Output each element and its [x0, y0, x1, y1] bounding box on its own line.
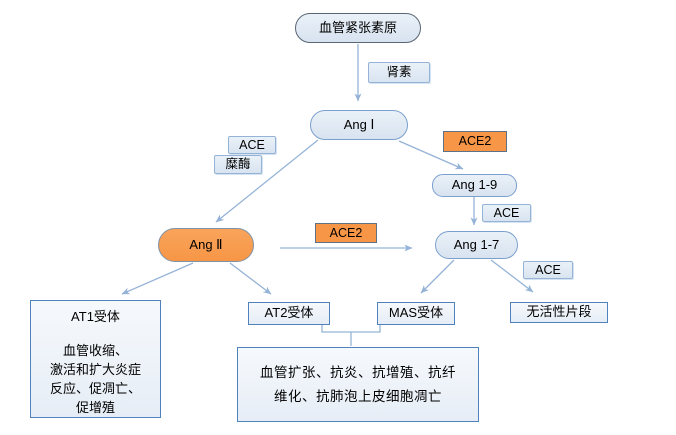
node-angiotensinogen: 血管紧张素原 — [295, 13, 421, 43]
box-inactive-fragment: 无活性片段 — [510, 302, 608, 323]
at1-effect-line: 促增殖 — [75, 400, 115, 415]
label-chymase: 糜酶 — [214, 155, 262, 174]
effects-line: 血管扩张、抗炎、抗增殖、抗纤 — [260, 364, 456, 380]
label-ace-middle: ACE — [482, 204, 531, 222]
box-at2-receptor: AT2受体 — [248, 302, 330, 325]
at1-receptor-title: AT1受体 — [71, 309, 120, 324]
label-ace-lower: ACE — [523, 261, 573, 279]
box-mas-receptor: MAS受体 — [377, 302, 455, 325]
arrow-angII-to-at1 — [121, 262, 194, 295]
connector-receptors-to-effects — [321, 325, 381, 346]
at1-effect-line: 血管收缩、 — [62, 343, 128, 358]
arrow-angII-to-at2 — [229, 262, 272, 295]
effects-line: 维化、抗肺泡上皮细胞凋亡 — [274, 388, 442, 404]
label-ace2-upper: ACE2 — [443, 131, 507, 152]
box-at1-receptor: AT1受体 血管收缩、 激活和扩大炎症 反应、促凋亡、 促增殖 — [30, 300, 161, 418]
node-ang-I: Ang Ⅰ — [310, 110, 408, 140]
at1-effect-line: 反应、促凋亡、 — [49, 381, 141, 396]
box-protective-effects: 血管扩张、抗炎、抗增殖、抗纤 维化、抗肺泡上皮细胞凋亡 — [237, 347, 479, 422]
label-ace2-middle: ACE2 — [315, 223, 377, 243]
node-ang-1-7: Ang 1-7 — [435, 231, 518, 259]
label-renin: 肾素 — [368, 62, 430, 83]
node-ang-1-9: Ang 1-9 — [432, 174, 517, 197]
at1-blank-line — [31, 326, 160, 341]
arrow-ang17-to-mas — [420, 259, 455, 294]
label-ace-upper: ACE — [228, 136, 276, 154]
node-ang-II: Ang Ⅱ — [158, 228, 254, 262]
at1-effect-line: 激活和扩大炎症 — [49, 362, 141, 377]
